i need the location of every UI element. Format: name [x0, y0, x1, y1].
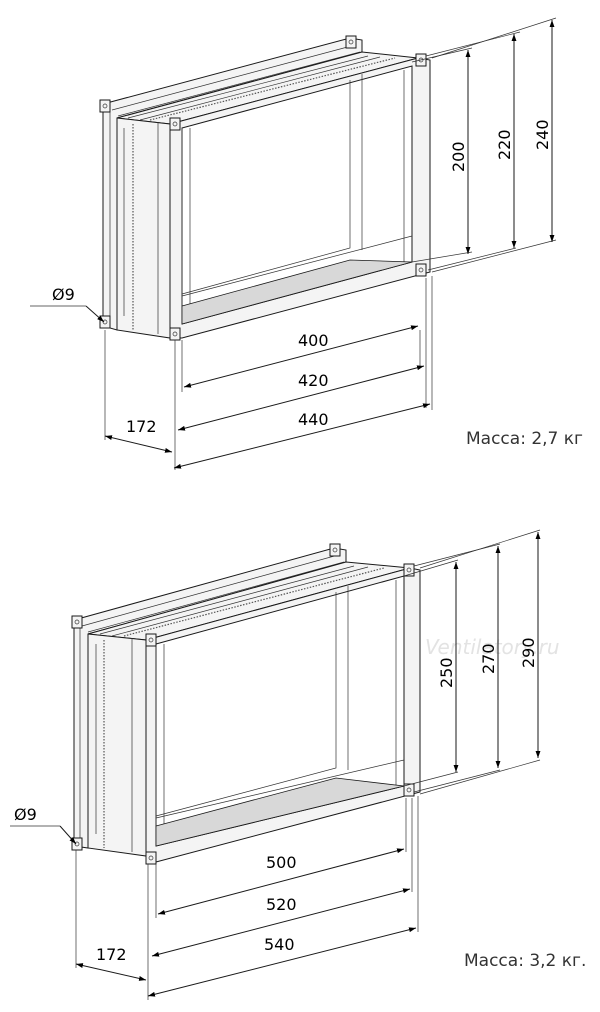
unit-2-width-mid-label: 520: [266, 895, 297, 914]
unit-2-width-outer-label: 540: [264, 935, 295, 954]
unit-1-height-outer-label: 240: [533, 119, 552, 150]
unit-1-height-inner-label: 200: [449, 141, 468, 172]
unit-1-dim-depth: [104, 435, 173, 453]
unit-2-body-side: [87, 633, 147, 857]
unit-2-dim-depth: [75, 963, 147, 981]
unit-1-height-mid-label: 220: [495, 129, 514, 160]
unit-1-mass: Масса: 2,7 кг: [466, 429, 583, 449]
unit-2-height-inner-label: 250: [437, 657, 456, 688]
unit-1-drawing: Ø9 172 400 420 440 200 220 240 Масса: 2,…: [30, 17, 583, 470]
unit-2-height-outer-label: 290: [519, 637, 538, 668]
unit-1-width-inner-label: 400: [298, 331, 329, 350]
unit-2-hole-diameter: Ø9: [14, 805, 37, 824]
unit-1-hole-diameter: Ø9: [52, 285, 75, 304]
unit-2-dim-width-outer: [147, 927, 417, 997]
unit-2-mass: Масса: 3,2 кг.: [464, 951, 586, 971]
unit-2-width-inner-label: 500: [266, 853, 297, 872]
unit-1-width-mid-label: 420: [298, 371, 329, 390]
unit-1-body-side: [116, 117, 171, 339]
unit-2-depth-label: 172: [96, 945, 127, 964]
unit-1-width-outer-label: 440: [298, 410, 329, 429]
unit-1-dim-width-outer: [173, 403, 431, 469]
unit-1-depth-label: 172: [126, 417, 157, 436]
unit-2-height-mid-label: 270: [479, 643, 498, 674]
unit-2-drawing: Ø9 172 500 520 540 250 270 290 Масса: 3,…: [10, 529, 586, 1000]
